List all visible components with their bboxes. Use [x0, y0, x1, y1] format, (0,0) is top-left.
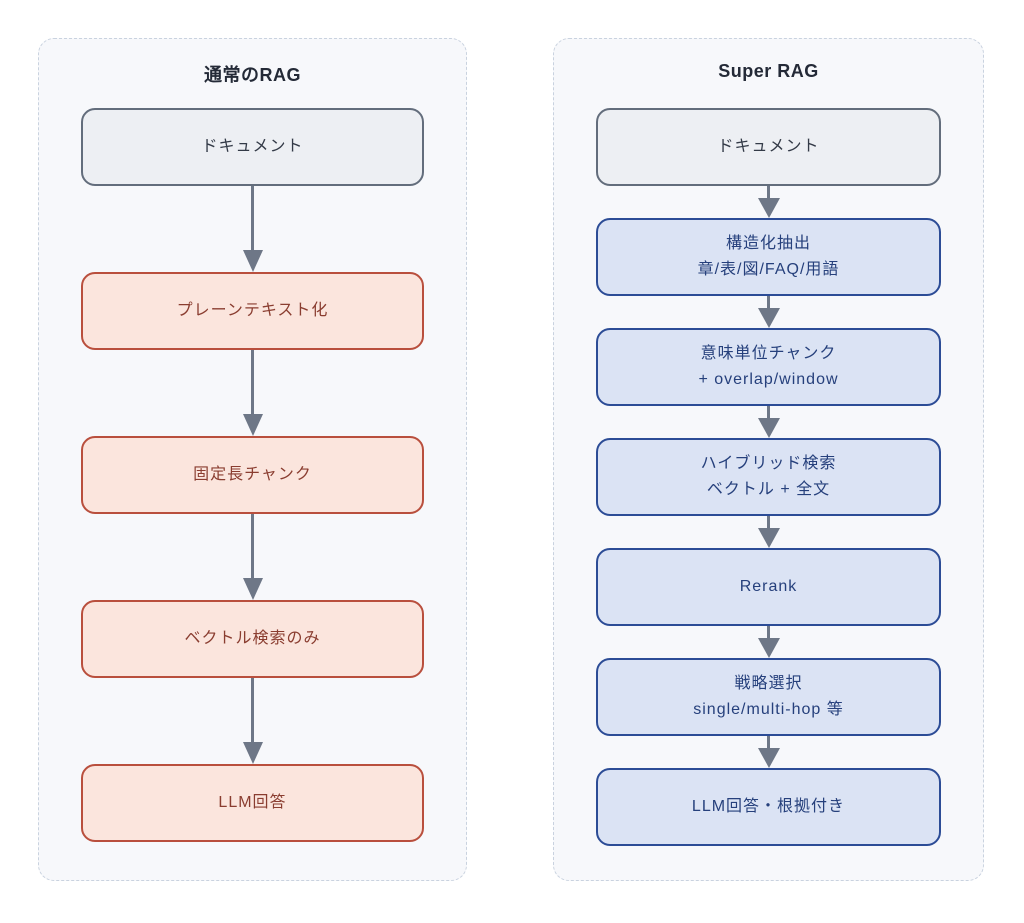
- arrow-stem: [767, 406, 770, 418]
- arrow-stem: [767, 516, 770, 528]
- arrow-head: [757, 748, 780, 768]
- arrow-stem: [251, 514, 254, 578]
- node-document: ドキュメント: [596, 108, 941, 186]
- node-label: Rerank: [739, 578, 798, 595]
- node-rerank: Rerank: [596, 548, 941, 626]
- node-plain-text: プレーンテキスト化: [81, 272, 424, 350]
- arrow-stem: [251, 678, 254, 742]
- arrow-stem: [251, 350, 254, 414]
- node-label: 構造化抽出: [725, 235, 811, 252]
- node-hybrid-search: ハイブリッド検索 ベクトル + 全文: [596, 438, 941, 516]
- down-arrow-icon: [39, 350, 466, 436]
- down-arrow-icon: [554, 186, 983, 218]
- arrow-head: [757, 198, 780, 218]
- arrow-head: [242, 414, 263, 436]
- node-label: ドキュメント: [717, 138, 820, 155]
- node-fixed-chunk: 固定長チャンク: [81, 436, 424, 514]
- normal-rag-panel: 通常のRAG ドキュメント プレーンテキスト化 固定長チャンク: [38, 38, 467, 881]
- down-arrow-icon: [39, 678, 466, 764]
- arrow-head: [757, 638, 780, 658]
- down-arrow-icon: [554, 296, 983, 328]
- node-label: プレーンテキスト化: [176, 302, 329, 319]
- node-sublabel: single/multi-hop 等: [693, 701, 844, 718]
- super-rag-flow: ドキュメント 構造化抽出 章/表/図/FAQ/用語 意味単位チャンク + ove…: [554, 108, 983, 846]
- arrow-stem: [767, 626, 770, 638]
- node-label: 戦略選択: [734, 675, 803, 692]
- node-label: LLM回答・根拠付き: [691, 798, 846, 815]
- node-label: ベクトル検索のみ: [184, 630, 321, 647]
- node-sublabel: 章/表/図/FAQ/用語: [697, 261, 840, 278]
- node-document: ドキュメント: [81, 108, 424, 186]
- node-semantic-chunk: 意味単位チャンク + overlap/window: [596, 328, 941, 406]
- node-label: ドキュメント: [201, 138, 304, 155]
- node-sublabel: + overlap/window: [698, 371, 839, 388]
- super-rag-panel: Super RAG ドキュメント 構造化抽出 章/表/図/FAQ/用語 意味単位…: [553, 38, 984, 881]
- down-arrow-icon: [554, 516, 983, 548]
- arrow-head: [757, 418, 780, 438]
- node-label: 固定長チャンク: [193, 466, 312, 483]
- arrow-stem: [767, 296, 770, 308]
- arrow-head: [757, 528, 780, 548]
- down-arrow-icon: [39, 186, 466, 272]
- normal-rag-flow: ドキュメント プレーンテキスト化 固定長チャンク: [39, 108, 466, 842]
- arrow-stem: [251, 186, 254, 250]
- arrow-head: [757, 308, 780, 328]
- down-arrow-icon: [39, 514, 466, 600]
- node-llm-answer: LLM回答: [81, 764, 424, 842]
- down-arrow-icon: [554, 406, 983, 438]
- arrow-head: [242, 578, 263, 600]
- arrow-head: [242, 250, 263, 272]
- down-arrow-icon: [554, 736, 983, 768]
- down-arrow-icon: [554, 626, 983, 658]
- node-llm-answer-grounded: LLM回答・根拠付き: [596, 768, 941, 846]
- panel-title-normal-rag: 通常のRAG: [204, 65, 301, 85]
- arrow-stem: [767, 736, 770, 748]
- node-strategy-selection: 戦略選択 single/multi-hop 等: [596, 658, 941, 736]
- node-sublabel: ベクトル + 全文: [706, 481, 831, 498]
- node-label: ハイブリッド検索: [700, 455, 837, 472]
- arrow-stem: [767, 186, 770, 198]
- node-structured-extraction: 構造化抽出 章/表/図/FAQ/用語: [596, 218, 941, 296]
- arrow-head: [242, 742, 263, 764]
- node-vector-only: ベクトル検索のみ: [81, 600, 424, 678]
- panel-title-super-rag: Super RAG: [718, 61, 819, 81]
- node-label: 意味単位チャンク: [700, 345, 837, 362]
- node-label: LLM回答: [218, 794, 287, 811]
